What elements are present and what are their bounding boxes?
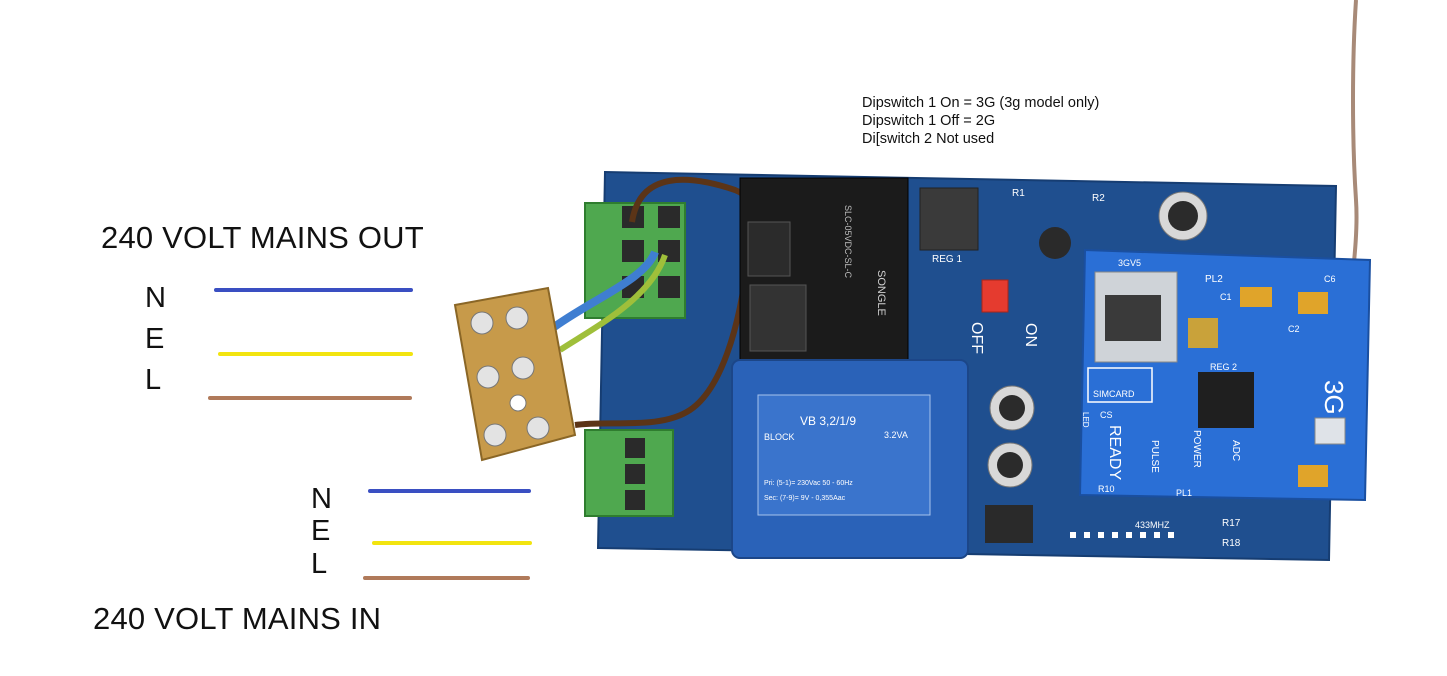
simcard-box [1087,367,1153,403]
antenna-connector [1314,417,1346,445]
cs-label: CS [1100,410,1113,420]
legend-out-earth-wire [218,352,413,356]
transformer-sec: Sec: (7-9)= 9V - 0,355Aac [764,495,846,502]
dip-switch [981,279,1009,313]
legend-out-e: E [145,323,165,355]
pl2-label: PL2 [1205,274,1223,285]
transformer-pri: Pri: (5-1)= 230Vac 50 - 60Hz [764,480,853,487]
terminal-block-in [584,429,674,517]
earth-wire [558,253,668,353]
transformer: VB 3,2/1/9 3.2VA BLOCK Pri: (5-1)= 230Va… [731,359,969,559]
mosfet [985,505,1033,543]
gsm-module: 3GV5 PL2 SIMCARD REG 2 C1 C2 C6 3G READY… [1078,248,1372,502]
legend-in-e: E [311,515,331,547]
led-label: LED [1081,412,1090,428]
legend-out-neutral-wire [214,288,413,292]
sim-slot [1105,295,1161,341]
legend-in-earth-wire [372,541,532,545]
note-line: Dipswitch 1 Off = 2G [862,113,996,129]
legend-in-n: N [311,483,332,515]
legend-in-live-wire [363,576,530,580]
adc-label: ADC [1230,440,1241,461]
inductor [1039,227,1071,259]
mains-out-heading: 240 VOLT MAINS OUT [101,220,424,255]
c2-label: C2 [1288,324,1300,334]
legend-out-live-wire [208,396,412,400]
transformer-rating: 3.2VA [884,430,908,440]
legend-out-n: N [145,282,166,314]
r10-label: R10 [1098,484,1115,494]
c6-label: C6 [1324,274,1336,284]
dip-on-label: ON [1022,323,1039,347]
transformer-brand: BLOCK [764,432,795,442]
pulse-label: PULSE [1149,440,1160,473]
capacitor-low-core [997,452,1023,478]
ready-label: READY [1106,425,1123,480]
capacitor-mid-core [999,395,1025,421]
brown-wire-bottom [574,254,751,428]
brass-connector [453,286,577,462]
tant-cap-2 [1298,292,1328,314]
tant-cap-3 [1298,465,1328,487]
v3-label: 3GV5 [1118,258,1141,268]
r17-label: R17 [1222,518,1241,529]
r18-label: R18 [1222,538,1241,549]
mains-in-heading: 240 VOLT MAINS IN [93,601,382,636]
r2-label: R2 [1092,193,1105,204]
tant-cap-1 [1240,287,1272,307]
dip-off-label: OFF [968,322,985,354]
blue-wire [547,250,659,334]
r1-label: R1 [1012,188,1025,199]
header-pins [1070,532,1174,538]
transformer-model: VB 3,2/1/9 [800,414,856,428]
modem-chip [1198,372,1254,428]
note-line: Di[switch 2 Not used [862,131,995,147]
relay-brand: SONGLE [875,270,887,316]
legend-in-neutral-wire [368,489,531,493]
reg1-label: REG 1 [932,254,962,265]
relay: SONGLE SLC-05VDC-SL-C [739,177,909,364]
capacitor-top-core [1168,201,1198,231]
pl1-label: PL1 [1176,488,1192,498]
c1-label: C1 [1220,292,1232,302]
sim-contacts [1188,318,1218,348]
module-label: 3G [1319,380,1349,415]
relay-model: SLC-05VDC-SL-C [843,205,853,279]
regulator [919,187,979,251]
freq-label: 433MHZ [1135,520,1170,530]
note-line: Dipswitch 1 On = 3G (3g model only) [862,95,1100,111]
legend-out-l: L [145,364,162,396]
power-label: POWER [1191,430,1202,468]
dipswitch-notes: Dipswitch 1 On = 3G (3g model only) Dips… [862,94,1099,148]
sim-label: SIMCARD [1093,389,1135,399]
legend-in-l: L [311,548,328,580]
reg2-label: REG 2 [1210,362,1237,372]
